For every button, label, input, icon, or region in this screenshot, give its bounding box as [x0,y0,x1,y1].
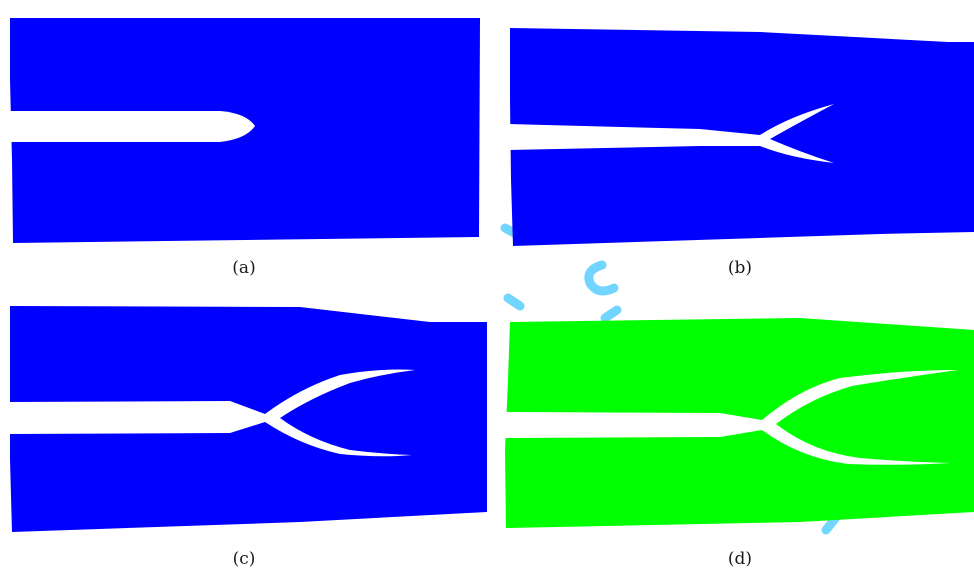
panel-c-specimen [6,306,487,532]
panel-a-specimen [8,18,480,243]
panel-b-specimen [506,28,974,246]
caption-b: (b) [728,258,752,278]
caption-c: (c) [233,549,256,569]
caption-d: (d) [728,549,752,569]
panel-a-crack [8,111,255,142]
panel-d-specimen [505,318,974,528]
caption-a: (a) [232,258,255,278]
